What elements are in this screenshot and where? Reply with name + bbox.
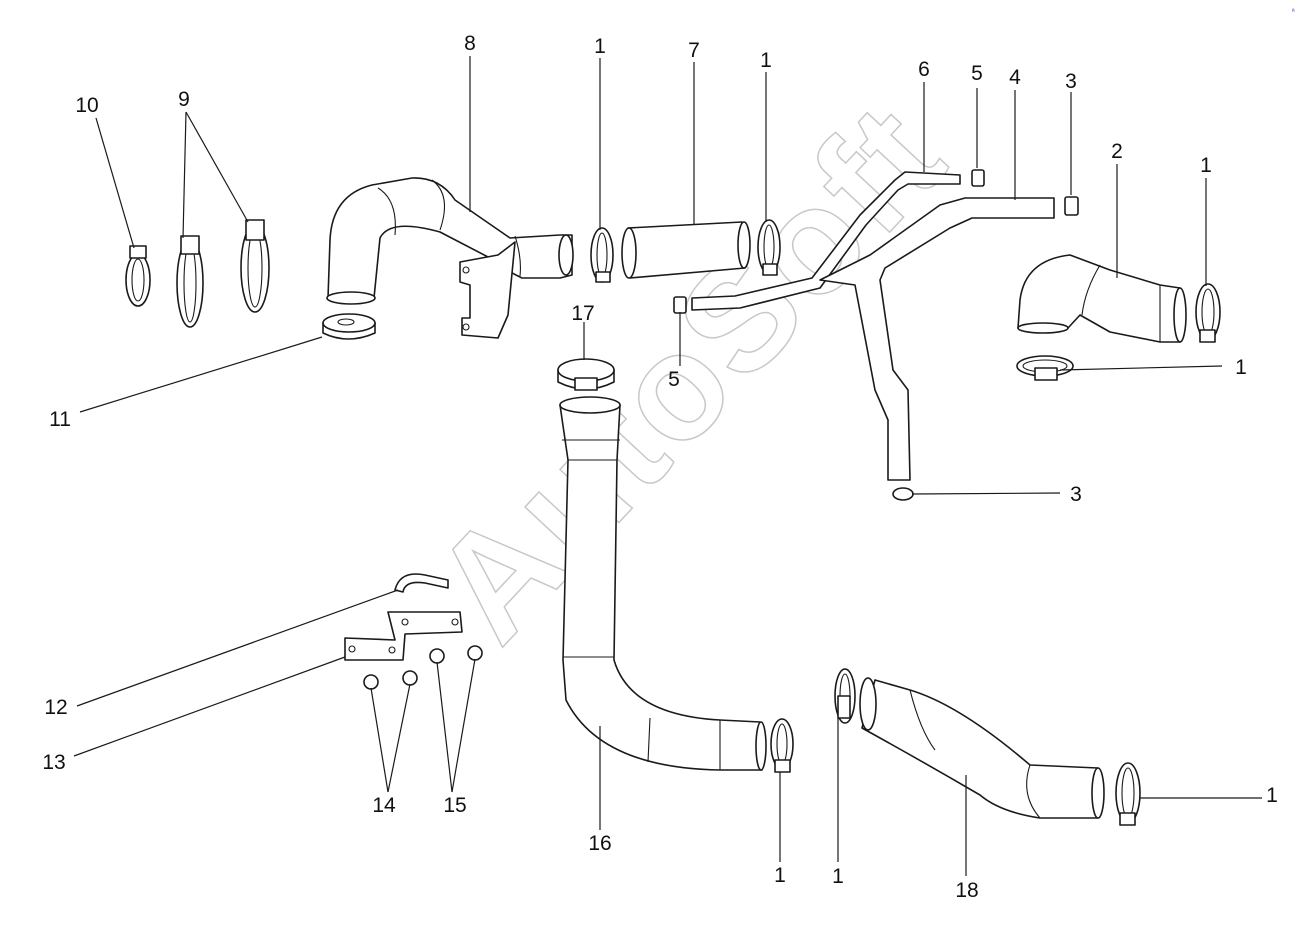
callout-5-top: 5 — [971, 62, 983, 85]
part-4-coolant-pipe — [819, 197, 1055, 481]
part-1-clamp-left-of-7 — [590, 227, 614, 283]
callout-1-bottom-a: 1 — [774, 864, 786, 887]
callout-9: 9 — [178, 88, 190, 111]
callout-13: 13 — [42, 751, 65, 774]
part-14-nuts — [363, 670, 418, 690]
callout-14: 14 — [372, 794, 396, 817]
leader-lines — [73, 56, 1262, 876]
callout-6: 6 — [918, 58, 930, 81]
callout-3-right: 3 — [1070, 483, 1082, 506]
callout-7: 7 — [688, 39, 700, 62]
callout-1-right-bottom: 1 — [1266, 784, 1278, 807]
callout-16: 16 — [588, 832, 611, 855]
part-3-cap-top — [1064, 196, 1079, 216]
callout-1-top-a: 1 — [594, 35, 606, 58]
part-13-bracket — [344, 611, 463, 661]
callout-4: 4 — [1009, 66, 1021, 89]
callout-5-mid: 5 — [668, 368, 680, 391]
part-1-clamp-right-of-2 — [1195, 283, 1221, 343]
part-1-clamp-right-of-7 — [757, 219, 781, 276]
callout-labels: 8 1 7 1 6 5 4 3 2 1 10 9 11 17 5 1 3 12 … — [42, 32, 1278, 902]
callout-1-right-top: 1 — [1200, 154, 1212, 177]
callout-1-right-mid: 1 — [1235, 356, 1247, 379]
callout-2: 2 — [1111, 140, 1123, 163]
callout-8: 8 — [464, 32, 476, 55]
callout-11: 11 — [49, 408, 71, 431]
callout-15: 15 — [443, 794, 466, 817]
part-7-straight-tube — [621, 221, 751, 279]
part-1-clamp-end-18 — [1115, 762, 1141, 826]
part-5-cap-top — [971, 169, 985, 187]
part-1-clamp-below-2 — [1016, 355, 1074, 381]
callout-3-top: 3 — [1065, 70, 1077, 93]
part-2-elbow-hose — [1017, 254, 1187, 343]
callout-12: 12 — [44, 696, 67, 719]
callout-17: 17 — [571, 302, 594, 325]
part-12-u-tube — [394, 573, 449, 593]
part-1-clamp-end-16 — [770, 718, 794, 773]
part-3-cap-bottom — [892, 487, 914, 501]
part-17-clamp — [557, 358, 615, 391]
callout-10: 10 — [75, 94, 98, 117]
callout-1-top-b: 1 — [760, 49, 772, 72]
part-10-small-clamp — [125, 245, 151, 307]
part-5-cap-mid — [673, 296, 687, 314]
part-16-long-hose — [559, 396, 767, 771]
callout-18: 18 — [955, 879, 978, 902]
part-9-hose-clamps — [176, 219, 270, 328]
part-8-elbow-hose — [326, 177, 574, 339]
callout-1-bottom-b: 1 — [832, 865, 844, 888]
part-1-clamp-start-18 — [834, 668, 856, 724]
part-11-flange-ring — [322, 313, 376, 340]
part-6-thin-pipe — [691, 171, 961, 311]
part-18-lower-hose — [859, 677, 1105, 819]
corner-mark: ª — [1292, 9, 1295, 16]
